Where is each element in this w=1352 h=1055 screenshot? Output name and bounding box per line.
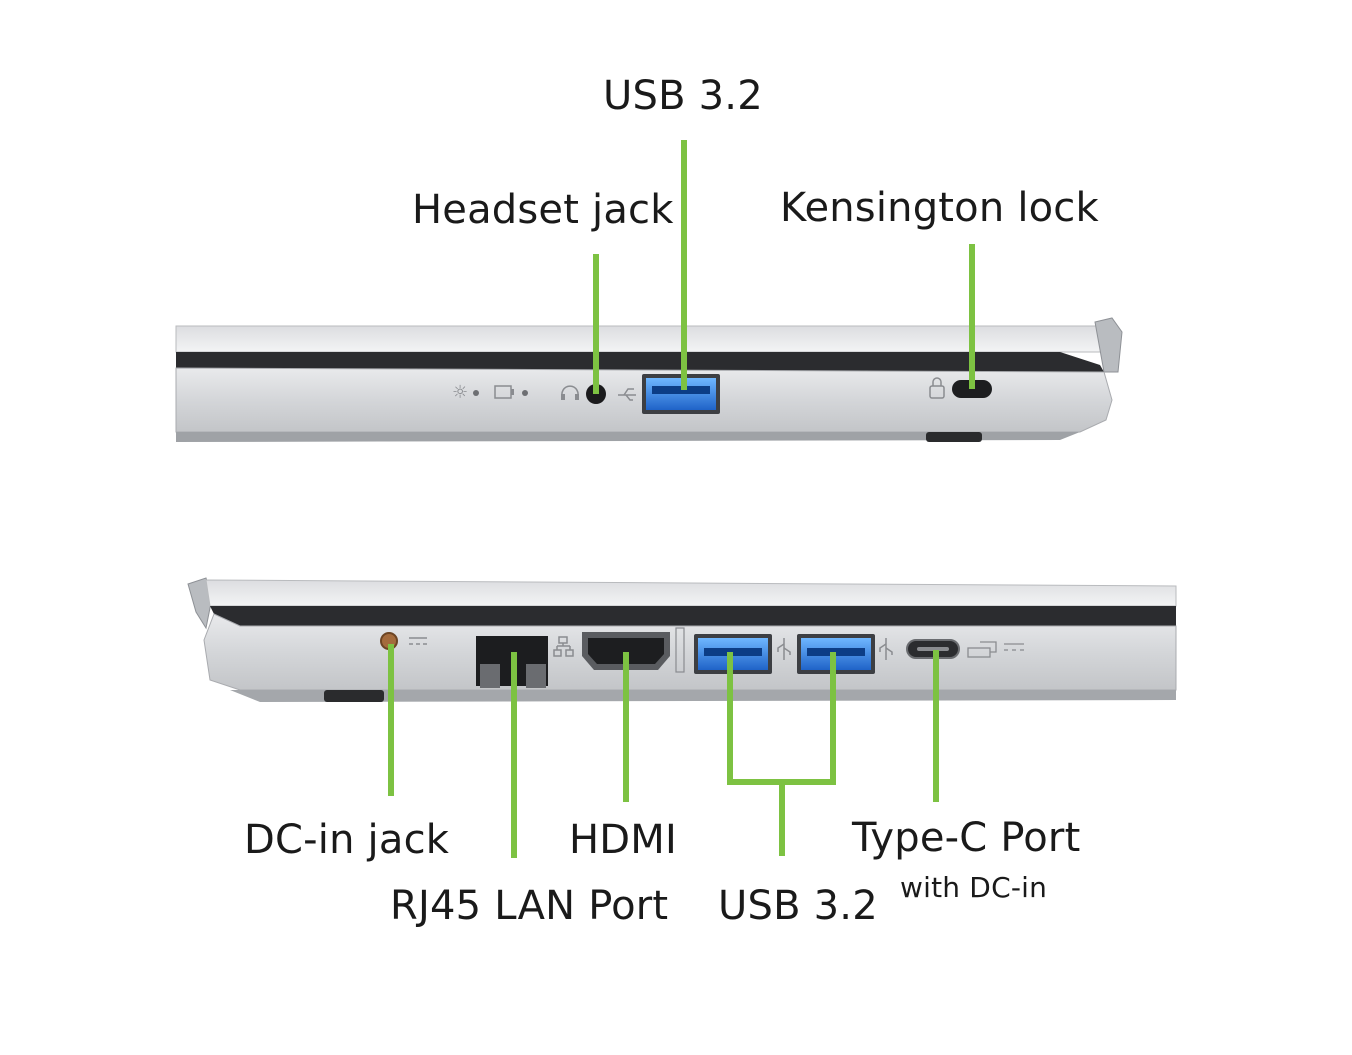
label-rj45-lan-port: RJ45 LAN Port [390,883,669,929]
hdmi-icon [675,627,685,673]
battery-led [522,390,528,396]
headset-icon [561,385,579,400]
usb-icon [618,388,636,401]
hdmi-port [582,632,670,670]
power-led [473,390,479,396]
label-usb-top: USB 3.2 [603,73,763,119]
lan-icon [553,636,574,657]
battery-icon [494,385,514,399]
label-headset-jack: Headset jack [412,187,674,233]
label-dc-in-jack: DC-in jack [244,817,450,863]
label-hdmi: HDMI [569,817,677,863]
svg-text:☼: ☼ [452,382,468,403]
power-icon: ☼ [452,382,468,403]
leader-usb-bottom [727,652,836,856]
displayport-icon [967,641,1024,658]
top-laptop-side: ☼ [175,317,1123,442]
label-type-c-note: with DC-in [900,871,1048,904]
usb-icon [777,638,791,660]
label-kensington-lock: Kensington lock [780,185,1099,231]
label-usb-bottom: USB 3.2 [718,883,878,929]
leader-lines [388,140,975,858]
type-c-tongue [917,647,949,651]
rj45-port [476,636,548,688]
bottom-laptop-side [187,577,1177,702]
lock-icon [929,377,945,399]
label-type-c-port: Type-C Port [852,815,1081,861]
dc-icon [409,637,427,645]
usb-icon [879,638,893,660]
